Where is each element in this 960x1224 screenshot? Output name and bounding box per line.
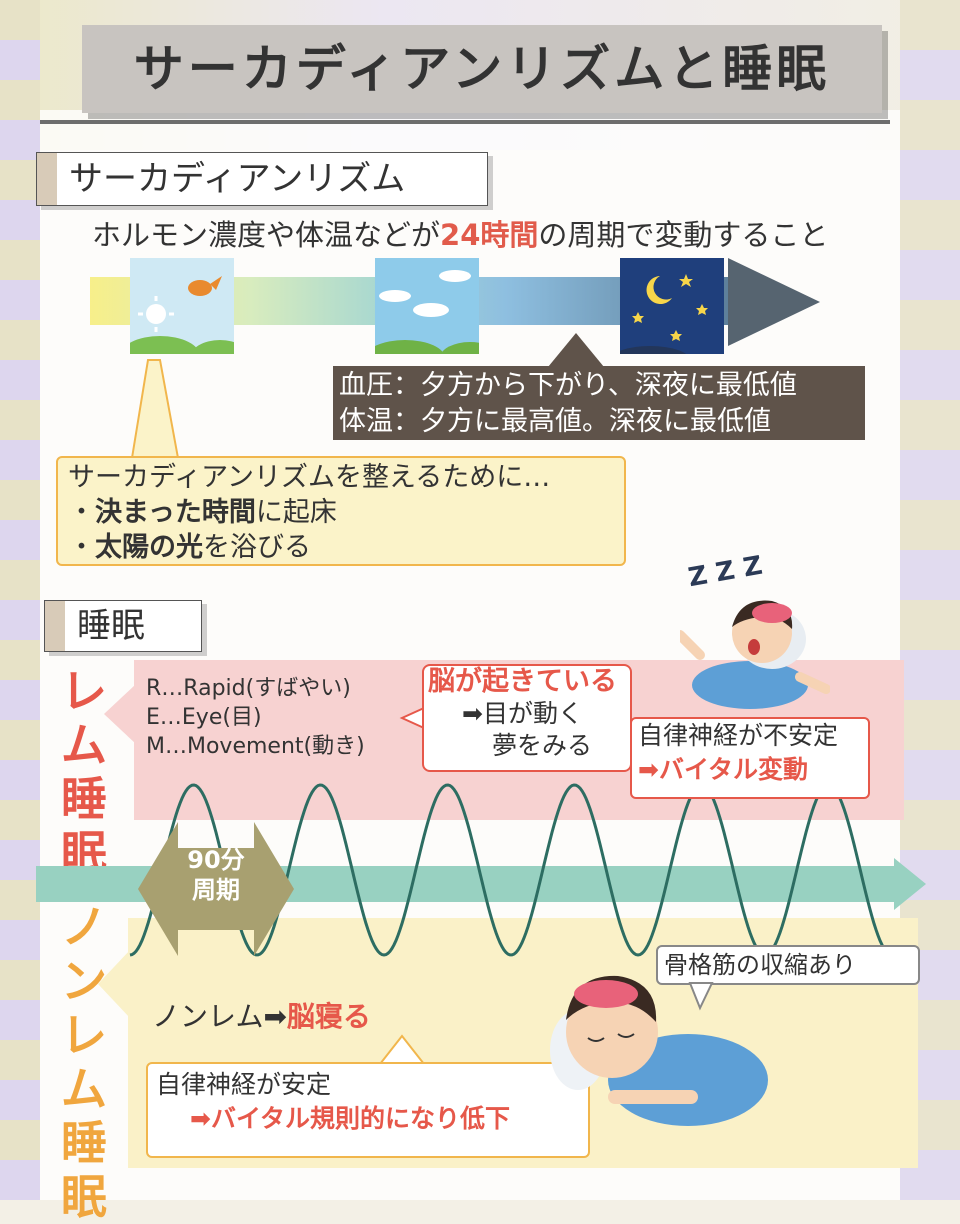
tips-callout: サーカディアンリズムを整えるために… ・決まった時間に起床 ・太陽の光を浴びる: [56, 456, 626, 566]
bullet: ・: [68, 532, 95, 563]
nrem-band-arrow: [98, 950, 130, 1018]
rem-sleeping-child-icon: [680, 600, 830, 709]
circadian-header: サーカディアンリズム: [36, 152, 488, 206]
vital-change-text: ➡バイタル変動: [638, 755, 808, 784]
autonomic-unstable-text: 自律神経が不安定: [638, 721, 839, 750]
dark-callout-pointer: [548, 333, 604, 367]
skeletal-muscle-callout: 骨格筋の収縮あり: [656, 945, 920, 985]
circadian-description: ホルモン濃度や体温などが24時間の周期で変動すること: [92, 212, 828, 254]
tip-rest: を浴びる: [203, 532, 311, 563]
morning-icon: [130, 258, 234, 354]
description-prefix: ホルモン濃度や体温などが: [92, 218, 441, 252]
blood-pressure-text: 血圧：夕方から下がり、深夜に最低値: [339, 370, 797, 401]
arrow-icon: ➡: [190, 1104, 211, 1133]
sleep-header-text: 睡眠: [77, 606, 145, 646]
nrem-main-text: ノンレム➡脳寝る: [152, 995, 371, 1035]
autonomic-stable-callout: 自律神経が安定 ➡バイタル規則的になり低下: [146, 1062, 590, 1158]
timeline-arrow-head: [728, 258, 820, 346]
rem-def-r: R…Rapid(すばやい): [146, 676, 351, 701]
eyes-move-text: ➡目が動く: [462, 699, 583, 728]
circadian-header-text: サーカディアンリズム: [69, 159, 406, 199]
description-suffix: の周期で変動すること: [538, 218, 829, 252]
header-accent: [37, 153, 57, 205]
cycle-minutes: 90分: [187, 846, 245, 874]
sleep-header: 睡眠: [44, 600, 202, 652]
tip-sunlight: ・太陽の光を浴びる: [68, 530, 624, 565]
vitals-callout: 血圧：夕方から下がり、深夜に最低値 体温：夕方に最高値。深夜に最低値: [333, 366, 865, 440]
night-icon: [620, 258, 724, 354]
brain-awake-callout: 脳が起きている ➡目が動く 夢をみる: [422, 664, 632, 772]
cycle-badge-shape: [138, 822, 294, 956]
bullet: ・: [68, 497, 95, 528]
vital-stable-line: ➡バイタル規則的になり低下: [156, 1102, 588, 1136]
dreams-text: 夢をみる: [492, 731, 593, 760]
background-left-pattern: [0, 0, 40, 1200]
rem-definition: R…Rapid(すばやい) E…Eye(目) M…Movement(動き): [146, 674, 365, 761]
cycle-arrow-head: [894, 858, 926, 910]
cycle-badge-text: 90分 周期: [178, 845, 254, 905]
nrem-prefix: ノンレム➡: [152, 1000, 287, 1033]
tip-bold: 決まった時間: [95, 497, 256, 528]
title-underline: [40, 120, 890, 124]
brain-awake-text: 脳が起きている: [428, 666, 617, 697]
header-accent: [45, 601, 65, 651]
title-box: サーカディアンリズムと睡眠: [82, 25, 882, 113]
vital-stable-text: バイタル規則的になり低下: [210, 1104, 510, 1133]
rem-band-arrow: [104, 684, 136, 744]
autonomic-stable-text: 自律神経が安定: [156, 1070, 332, 1099]
tip-wake-time: ・決まった時間に起床: [68, 495, 624, 530]
tip-rest: に起床: [255, 497, 337, 528]
tip-bold: 太陽の光: [95, 532, 203, 563]
body-temperature-text: 体温：夕方に最高値。深夜に最低値: [339, 406, 771, 437]
description-emphasis: 24時間: [440, 218, 539, 252]
nrem-sleeping-child-icon: [550, 975, 768, 1126]
skeletal-muscle-text: 骨格筋の収縮あり: [664, 951, 856, 979]
daytime-icon: [375, 258, 479, 354]
page-title: サーカディアンリズムと睡眠: [133, 40, 831, 98]
nrem-emphasis: 脳寝る: [286, 1000, 371, 1033]
rem-def-m: M…Movement(動き): [146, 734, 365, 759]
tips-intro: サーカディアンリズムを整えるために…: [68, 462, 551, 493]
autonomic-unstable-callout: 自律神経が不安定 ➡バイタル変動: [630, 717, 870, 799]
rem-def-e: E…Eye(目): [146, 705, 262, 730]
cycle-label: 周期: [192, 876, 240, 904]
